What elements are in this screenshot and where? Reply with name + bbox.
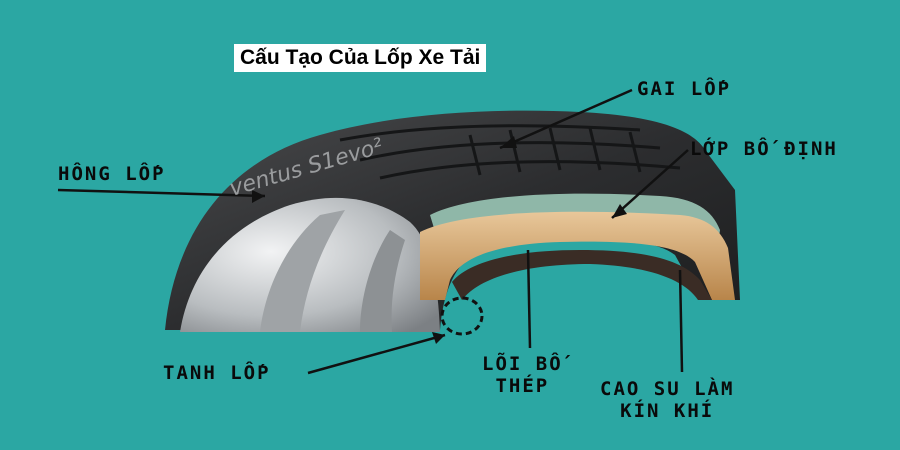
wheel-spoke — [360, 230, 405, 332]
label-inner-liner-line-1: CAO SU LÀM — [600, 378, 735, 400]
label-steel-belt-line-2: THÉP — [495, 375, 550, 397]
inner-liner-layer — [452, 250, 712, 300]
label-inner-liner: CAO SU LÀM KÍN KHÍ — [600, 378, 734, 422]
pointer-lines — [57, 88, 689, 375]
diagram-title: Cấu Tạo Của Lốp Xe Tải — [234, 44, 487, 72]
label-cap-ply: LỚP BỐ ĐỊNH — [690, 138, 838, 160]
label-steel-belt-line-1: LÕI BỐ — [482, 353, 563, 375]
wheel-spoke — [260, 210, 345, 332]
tread-grooves — [339, 124, 681, 180]
bead-marker-circle — [440, 296, 484, 336]
label-tread: GAI LỐP — [637, 78, 732, 100]
steel-belt-layer — [420, 211, 735, 300]
pointer-arrowheads — [252, 136, 627, 344]
label-sidewall: HÔNG LỐP — [58, 163, 166, 185]
label-bead: TANH LỐP — [163, 362, 271, 384]
label-inner-liner-line-2: KÍN KHÍ — [620, 400, 715, 422]
label-steel-belt: LÕI BỐ THÉP — [482, 353, 563, 397]
